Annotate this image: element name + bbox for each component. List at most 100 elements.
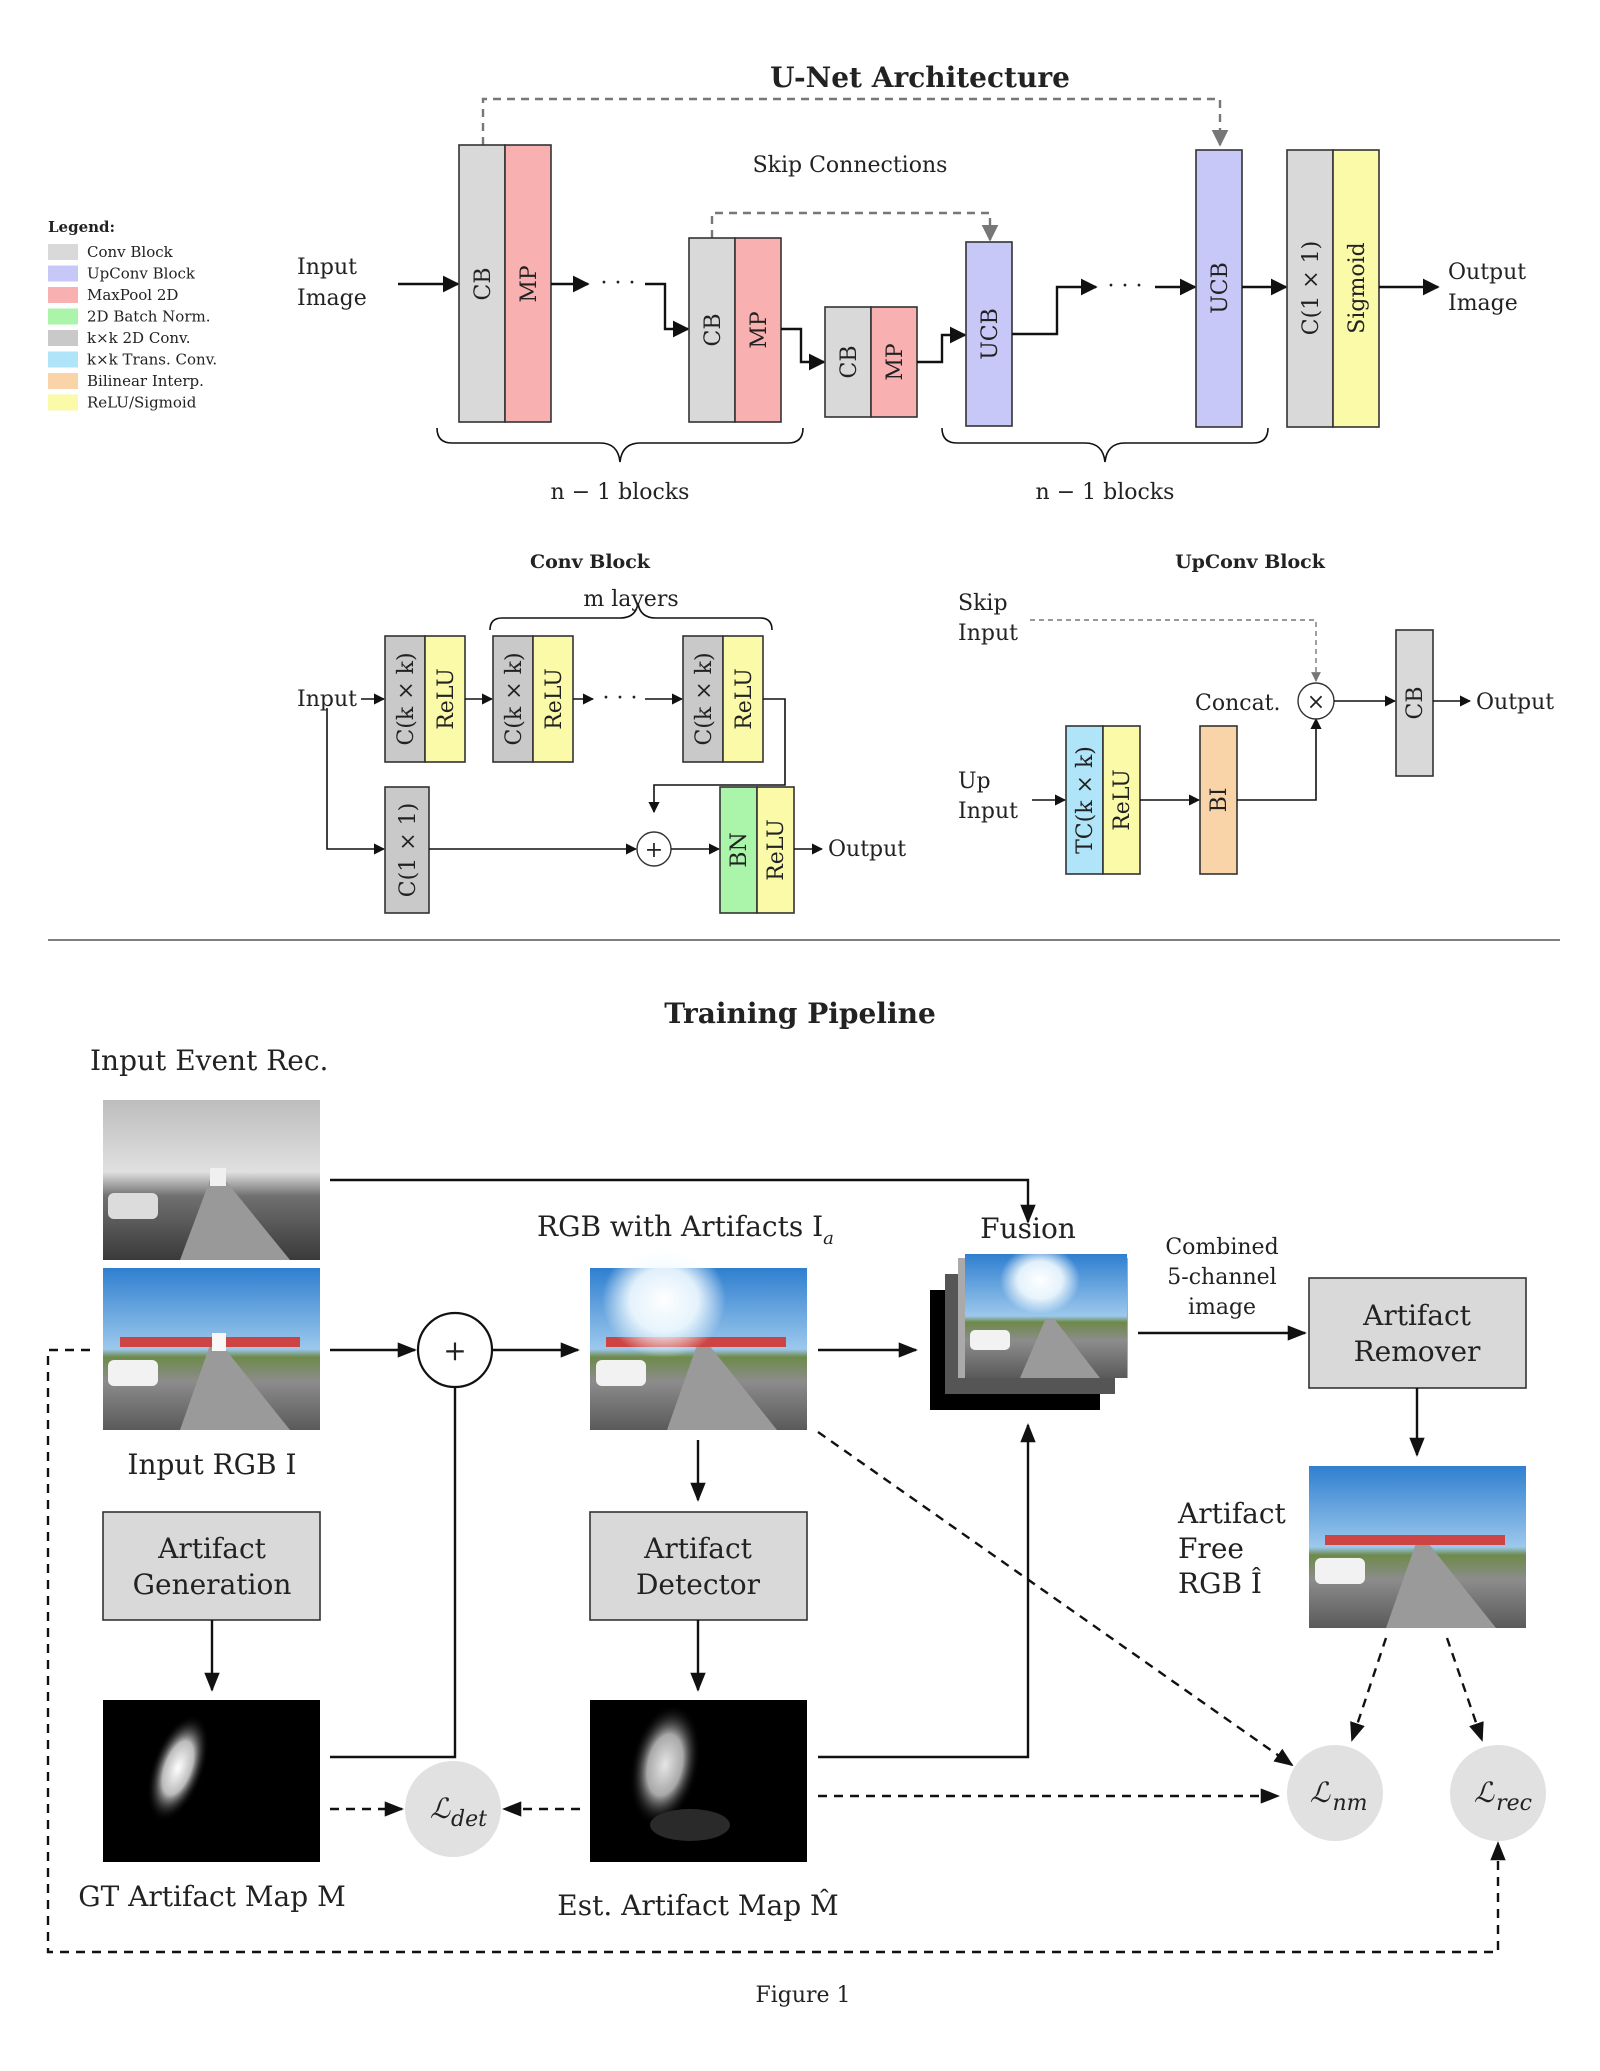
cb-conv-label-1: C(k × k) bbox=[394, 652, 419, 745]
upconv-block-diagram: UpConv Block Skip Input Up Input TC(k × … bbox=[958, 551, 1554, 875]
skip-input-arrow bbox=[1030, 619, 1321, 682]
artifact-remover-label-1: Artifact bbox=[1362, 1299, 1472, 1332]
artifact-free-image bbox=[1309, 1466, 1526, 1628]
combined-label-3: image bbox=[1188, 1295, 1256, 1320]
ucb-bi-arrow bbox=[1237, 717, 1322, 801]
ucb-label-1: UCB bbox=[978, 308, 1003, 360]
input-event-image bbox=[103, 1100, 320, 1260]
maxpool-block-2 bbox=[734, 237, 782, 423]
combined-label-1: Combined bbox=[1165, 1235, 1278, 1260]
cb-relu-label-2: ReLU bbox=[542, 668, 567, 730]
cb-bn-label: BN bbox=[727, 832, 752, 867]
maxpool-block-1 bbox=[504, 144, 552, 423]
cb-conv1x1-label: C(1 × 1) bbox=[396, 803, 421, 897]
loss-rec-symbol: ℒ bbox=[1474, 1776, 1495, 1809]
legend-label: Bilinear Interp. bbox=[87, 372, 204, 390]
input-image-label-1: Input bbox=[297, 255, 357, 280]
unet-diagram: U-Net Architecture Skip Connections Inpu… bbox=[297, 61, 1526, 505]
cb-conv-label-3: C(k × k) bbox=[692, 652, 717, 745]
artifact-remover-label-2: Remover bbox=[1354, 1335, 1481, 1368]
mp-label-1: MP bbox=[517, 265, 542, 303]
loss-nm-subscript: nm bbox=[1332, 1791, 1367, 1816]
loss-rec-node bbox=[1450, 1745, 1546, 1841]
free-label-2: Free bbox=[1178, 1532, 1244, 1565]
concat-label: Concat. bbox=[1195, 691, 1281, 716]
legend-label: k×k 2D Conv. bbox=[87, 329, 190, 347]
inner-skip-connection bbox=[710, 211, 999, 242]
encoder-ellipsis: · · · bbox=[601, 271, 636, 296]
free-label-1: Artifact bbox=[1177, 1497, 1287, 1530]
gt-to-add-arrow bbox=[330, 1365, 463, 1759]
cb-conv-kxk-3 bbox=[682, 635, 724, 763]
cb-relu-3 bbox=[722, 635, 764, 763]
est-artifact-map-image bbox=[590, 1700, 807, 1862]
bottleneck-arrow bbox=[917, 326, 967, 364]
dec1-arrow bbox=[1012, 278, 1098, 336]
cb-ellipsis: · · · bbox=[603, 686, 638, 711]
bottleneck-maxpool bbox=[870, 306, 918, 418]
input-event-label: Input Event Rec. bbox=[90, 1044, 328, 1077]
conv-block-input-label: Input bbox=[297, 687, 357, 712]
legend-swatch bbox=[48, 351, 78, 368]
loss-det-subscript: det bbox=[451, 1807, 487, 1832]
sigmoid-label: Sigmoid bbox=[1345, 242, 1370, 333]
figure-caption: Figure 1 bbox=[755, 1983, 850, 2008]
skip-input-label-1: Skip bbox=[958, 591, 1008, 616]
cb-relu-label-3: ReLU bbox=[732, 668, 757, 730]
final-conv-1x1 bbox=[1286, 149, 1334, 428]
combined-label-2: 5-channel bbox=[1167, 1265, 1276, 1290]
artifact-remover-box bbox=[1308, 1277, 1527, 1389]
input-rgb-label: Input RGB I bbox=[127, 1448, 296, 1481]
upconv-block-title: UpConv Block bbox=[1175, 551, 1326, 573]
artifact-detector-box bbox=[589, 1511, 808, 1621]
conv-block-output-label: Output bbox=[828, 837, 906, 862]
outer-skip-connection bbox=[481, 97, 1229, 147]
legend-label: k×k Trans. Conv. bbox=[87, 351, 217, 369]
concat-times-symbol: × bbox=[1307, 690, 1325, 715]
ucb-bi-label: BI bbox=[1207, 788, 1232, 813]
skip-input-label-2: Input bbox=[958, 621, 1018, 646]
conv-block-diagram: Conv Block m layers Input C(k × k) ReLU … bbox=[297, 551, 906, 914]
legend-swatch bbox=[48, 373, 78, 389]
est-map-label: Est. Artifact Map M̂ bbox=[557, 1889, 838, 1922]
est-to-fusion-arrow bbox=[818, 1423, 1036, 1759]
loss-det-node bbox=[405, 1761, 501, 1857]
cb-plus-symbol: + bbox=[645, 838, 663, 863]
artifact-generation-label-2: Generation bbox=[133, 1568, 292, 1601]
conv1x1-label: C(1 × 1) bbox=[1299, 241, 1324, 335]
cb-conv-label-2: C(k × k) bbox=[502, 652, 527, 745]
artifact-detector-label-2: Detector bbox=[636, 1568, 761, 1601]
ucb-label-2: UCB bbox=[1208, 262, 1233, 314]
free-to-lnm-arrow bbox=[1350, 1637, 1388, 1742]
loss-rec-subscript: rec bbox=[1496, 1791, 1532, 1816]
cb-label-2: CB bbox=[701, 314, 726, 347]
event-to-fusion-arrow bbox=[330, 1178, 1036, 1224]
free-to-lrec-arrow bbox=[1445, 1637, 1484, 1742]
loss-det-symbol: ℒ bbox=[430, 1792, 451, 1825]
ucb-relu-label: ReLU bbox=[1110, 769, 1135, 831]
m-layers-brace bbox=[489, 602, 773, 631]
output-image-label-2: Image bbox=[1448, 291, 1518, 316]
conv-block-2 bbox=[688, 237, 736, 423]
ucb-bilinear bbox=[1199, 725, 1238, 875]
cb-residual-arrow bbox=[326, 708, 386, 855]
rgb-artifacts-label: RGB with Artifacts Ia bbox=[537, 1210, 834, 1249]
m-layers-label: m layers bbox=[583, 587, 678, 612]
training-pipeline: Training Pipeline Input Event Rec. Input… bbox=[46, 997, 1546, 1954]
cb-relu-2 bbox=[532, 635, 574, 763]
legend-label: ReLU/Sigmoid bbox=[87, 394, 197, 412]
input-image-label-2: Image bbox=[297, 286, 367, 311]
rgb-to-lrec-arrow bbox=[46, 1348, 1506, 1954]
enc-ellipsis-arrow bbox=[645, 282, 690, 338]
rgb-artifacts-image bbox=[590, 1242, 807, 1430]
legend-swatch bbox=[48, 330, 78, 346]
fusion-label: Fusion bbox=[980, 1212, 1076, 1245]
decoder-brace bbox=[941, 427, 1269, 463]
legend-swatch bbox=[48, 394, 78, 411]
loss-nm-symbol: ℒ bbox=[1310, 1776, 1331, 1809]
legend-swatch bbox=[48, 287, 78, 303]
upconv-block-2 bbox=[1195, 149, 1243, 428]
cb-loop-arrow bbox=[648, 698, 786, 814]
legend-label: Conv Block bbox=[87, 243, 174, 261]
